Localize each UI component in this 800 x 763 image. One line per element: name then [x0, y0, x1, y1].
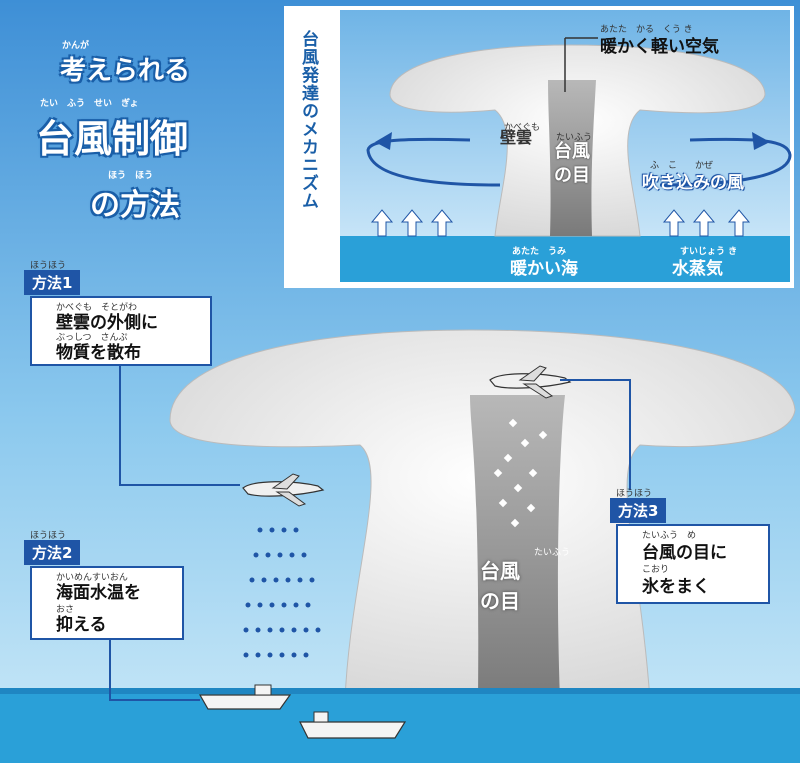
- title-ruby: かんが: [62, 41, 90, 51]
- method-3-line-2: 氷をまく: [642, 577, 710, 597]
- ice-particles: [493, 418, 548, 528]
- method-2-ruby-1: かいめんすいおん: [56, 573, 128, 583]
- method-1-tag-label: 方法1: [32, 274, 73, 292]
- sea-ruby: あたた うみ: [512, 247, 567, 257]
- wall-cloud-ruby: かべぐも: [504, 123, 541, 133]
- method-2-line-2: 抑える: [56, 615, 107, 635]
- inflow-ruby: ふ こ かぜ: [650, 161, 714, 171]
- method-3-tag: ほうほう 方法3: [610, 489, 667, 523]
- warm-sea-label: 暖かい海: [510, 259, 578, 279]
- method-3-line-1: 台風の目に: [642, 543, 727, 563]
- method-1-tag: ほうほう 方法1: [24, 261, 81, 295]
- method-1-box: かべぐも そとがわ 壁雲の外側に ぶっしつ さんぷ 物質を散布: [30, 296, 212, 366]
- spray-dots: [243, 527, 321, 658]
- title-line-1: 考えられる: [60, 56, 191, 86]
- method-2-tag: ほうほう 方法2: [24, 531, 81, 565]
- title-ruby: たい ふう せい ぎょ: [40, 99, 139, 109]
- title-ruby: ほう ほう: [108, 171, 154, 181]
- ship-icon: [299, 711, 407, 739]
- warm-air-ruby: あたた かる くう き: [600, 25, 693, 35]
- warm-air-label: 暖かく軽い空気: [600, 37, 719, 57]
- method-1-ruby-2: ぶっしつ さんぷ: [56, 333, 128, 343]
- method-2-tag-label: 方法2: [32, 544, 73, 562]
- water-vapor-label: 水蒸気: [672, 259, 723, 279]
- main-eye-label: 台風の目: [480, 559, 520, 613]
- method-3-box: たいふう め 台風の目に こおり 氷をまく: [616, 524, 770, 604]
- method-2-box: かいめんすいおん 海面水温を おさ 抑える: [30, 566, 184, 640]
- airplane-icon: [242, 473, 325, 507]
- method-2-tag-ruby: ほうほう: [30, 531, 67, 541]
- page-title: 台風制御: [36, 117, 189, 161]
- wall-cloud-label: 壁雲: [500, 128, 533, 147]
- inset-eye-label: 台風の目: [554, 141, 590, 186]
- airplane-icon: [489, 365, 572, 399]
- method-2-line-1: 海面水温を: [56, 583, 141, 603]
- inflow-label: 吹き込みの風: [642, 173, 744, 193]
- main-eye-ruby: たいふう: [534, 548, 571, 558]
- method-3-ruby-1: たいふう め: [642, 531, 697, 541]
- method-2-ruby-2: おさ: [56, 605, 75, 615]
- method-3-tag-ruby: ほうほう: [616, 489, 653, 499]
- vapor-ruby: すいじょう き: [680, 247, 738, 257]
- main-typhoon-cloud: [169, 329, 796, 701]
- method-1-ruby-1: かべぐも そとがわ: [56, 303, 138, 313]
- inset-vertical-title: 台風発達のメカニズム: [298, 30, 318, 210]
- mechanism-inset: [284, 6, 794, 288]
- method-3-ruby-2: こおり: [642, 565, 670, 575]
- inset-eye-ruby: たいふう: [556, 133, 593, 143]
- callout-lines: [109, 365, 631, 701]
- method-3-tag-label: 方法3: [618, 502, 659, 520]
- title-line-3: の方法: [90, 188, 180, 223]
- method-1-tag-ruby: ほうほう: [30, 261, 67, 271]
- method-1-line-1: 壁雲の外側に: [56, 313, 158, 333]
- ship-icon: [198, 684, 292, 710]
- method-1-line-2: 物質を散布: [56, 343, 141, 363]
